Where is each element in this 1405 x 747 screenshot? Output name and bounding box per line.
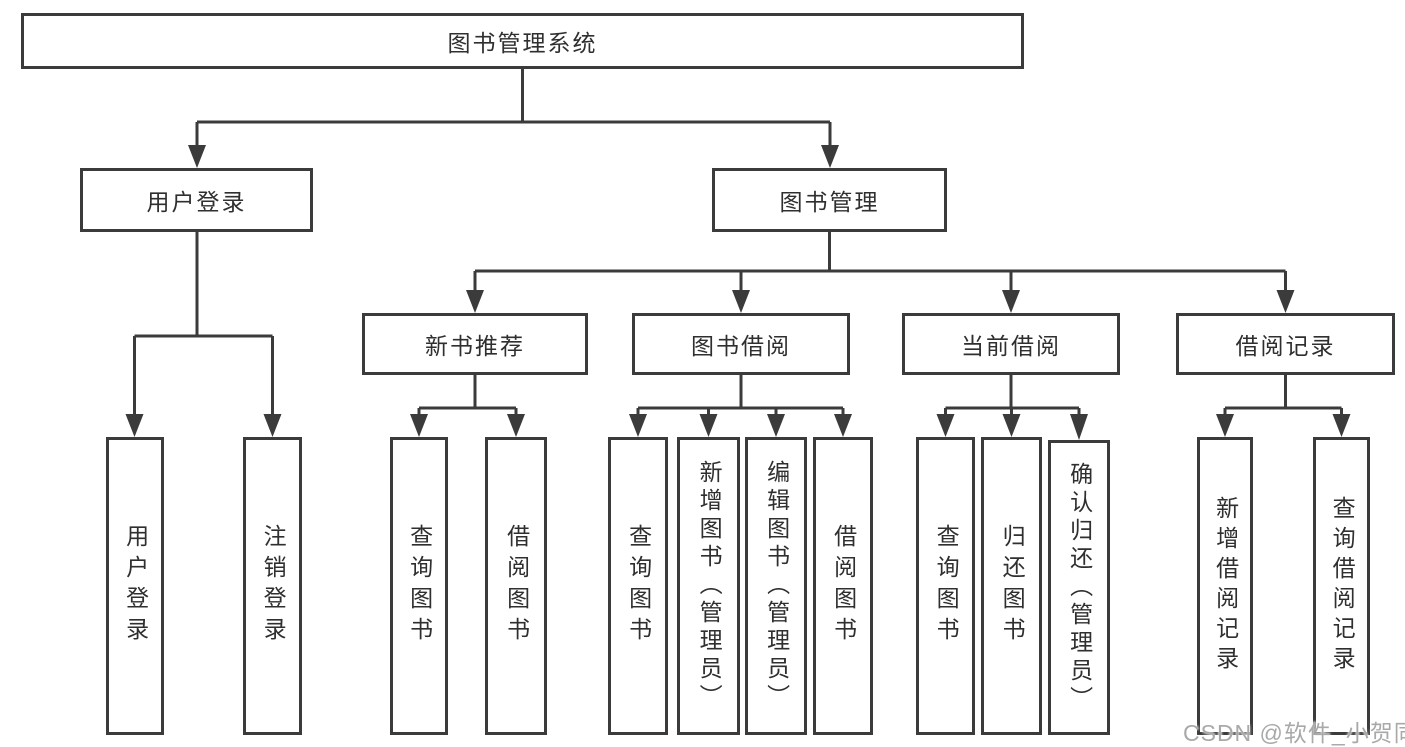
arrowhead-icon: [767, 414, 785, 437]
node-label: 借阅图书: [830, 524, 857, 648]
leaf-logout: 注销登录: [243, 437, 302, 735]
leaf-query-book-2: 查询图书: [608, 437, 668, 735]
node-label: 查询图书: [406, 524, 433, 648]
arrowhead-icon: [1070, 414, 1088, 440]
leaf-user-login: 用户登录: [106, 437, 164, 735]
arrowhead-icon: [188, 145, 206, 168]
node-label: 注销登录: [260, 524, 287, 648]
node-label: 用户登录: [146, 189, 247, 215]
node-book-borrow: 图书借阅: [632, 313, 850, 375]
leaf-add-book-admin: 新增图书（管理员）: [677, 437, 740, 735]
node-label: 查询图书: [933, 524, 960, 648]
connector-newbook-to-leaves: [410, 375, 525, 437]
arrowhead-icon: [699, 414, 718, 437]
node-label: 图书借阅: [691, 333, 791, 359]
arrowhead-icon: [263, 414, 282, 437]
arrowhead-icon: [1002, 290, 1020, 313]
node-label: 当前借阅: [961, 333, 1061, 359]
node-user-login: 用户登录: [80, 168, 313, 232]
node-label: 编辑图书（管理员）: [763, 460, 790, 712]
node-label: 查询图书: [625, 524, 652, 648]
node-new-book-recommend: 新书推荐: [362, 313, 588, 375]
connector-borrowrecords-to-leaves: [1216, 375, 1351, 437]
connector-currentborrow-to-leaves: [936, 375, 1088, 440]
arrowhead-icon: [125, 414, 144, 437]
node-label: 新增图书（管理员）: [696, 460, 723, 712]
arrowhead-icon: [629, 414, 647, 437]
node-current-borrow: 当前借阅: [902, 313, 1120, 375]
node-label: 图书管理: [779, 189, 880, 215]
arrowhead-icon: [821, 145, 839, 168]
leaf-confirm-return-admin: 确认归还（管理员）: [1048, 440, 1110, 735]
leaf-query-book-3: 查询图书: [916, 437, 975, 735]
node-root: 图书管理系统: [21, 13, 1024, 69]
arrowhead-icon: [1002, 414, 1021, 437]
node-label: 归还图书: [999, 524, 1026, 648]
leaf-edit-book-admin: 编辑图书（管理员）: [745, 437, 807, 735]
arrowhead-icon: [1276, 290, 1295, 313]
leaf-borrow-book-2: 借阅图书: [813, 437, 873, 735]
node-borrow-records: 借阅记录: [1176, 313, 1395, 375]
node-label: 借阅图书: [503, 524, 530, 648]
arrowhead-icon: [1216, 414, 1234, 437]
leaf-return-book: 归还图书: [981, 437, 1042, 735]
leaf-borrow-book-1: 借阅图书: [485, 437, 547, 735]
arrowhead-icon: [466, 290, 484, 313]
leaf-query-borrow-record: 查询借阅记录: [1313, 437, 1370, 735]
node-book-management: 图书管理: [712, 168, 947, 232]
csdn-watermark: CSDN @软件_小贺同学: [1183, 720, 1405, 746]
arrowhead-icon: [507, 414, 525, 437]
connector-root-to-level2: [188, 69, 839, 168]
connector-bookmgmt-to-level3: [466, 232, 1295, 313]
node-label: 借阅记录: [1235, 333, 1336, 359]
connector-userlogin-to-leaves: [125, 232, 282, 437]
arrowhead-icon: [410, 414, 428, 437]
node-label: 图书管理系统: [447, 30, 598, 56]
node-label: 新书推荐: [425, 333, 525, 359]
arrowhead-icon: [834, 414, 852, 437]
node-label: 查询借阅记录: [1329, 496, 1356, 676]
leaf-add-borrow-record: 新增借阅记录: [1197, 437, 1253, 735]
node-label: 新增借阅记录: [1212, 496, 1239, 676]
node-label: 用户登录: [122, 524, 149, 648]
connector-bookborrow-to-leaves: [629, 375, 852, 437]
arrowhead-icon: [732, 290, 750, 313]
arrowhead-icon: [1332, 414, 1351, 437]
leaf-query-book-1: 查询图书: [390, 437, 448, 735]
arrowhead-icon: [936, 414, 955, 437]
node-label: 确认归还（管理员）: [1066, 461, 1093, 714]
